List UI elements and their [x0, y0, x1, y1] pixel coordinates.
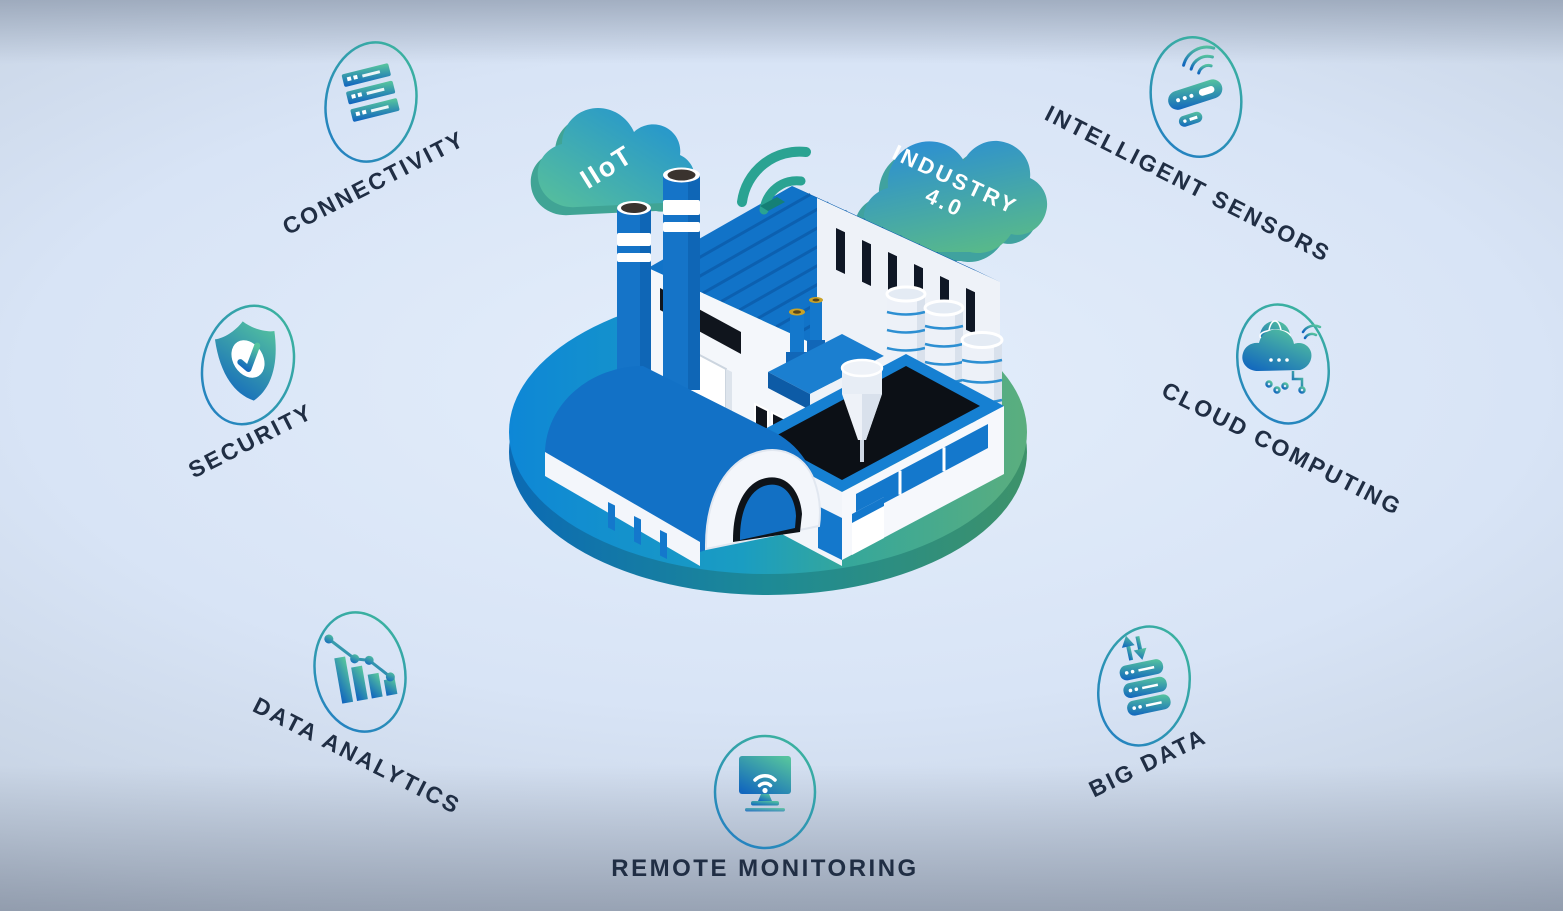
database-arrows-icon [1096, 625, 1192, 747]
sensor-wifi-icon [1149, 36, 1243, 158]
node-label-remote-monitoring: REMOTE MONITORING [611, 855, 919, 882]
cloud-network-icon [1235, 303, 1331, 425]
annex-door [818, 506, 842, 560]
shield-check-icon [200, 304, 296, 426]
warehouse [545, 366, 821, 566]
warehouse-windows [608, 502, 667, 559]
smokestack-right [663, 167, 700, 390]
bar-chart-trend-icon [313, 611, 407, 733]
antenna-wifi-icon [737, 146, 811, 215]
smokestacks [617, 167, 700, 390]
iiot-cloud [530, 108, 695, 216]
industry40-cloud [854, 140, 1048, 263]
server-stack-icon [324, 41, 418, 163]
hopper-funnel [840, 358, 884, 462]
monitor-wifi-icon [713, 734, 817, 850]
smokestack-left [617, 201, 651, 390]
annex-window-band [856, 424, 988, 518]
